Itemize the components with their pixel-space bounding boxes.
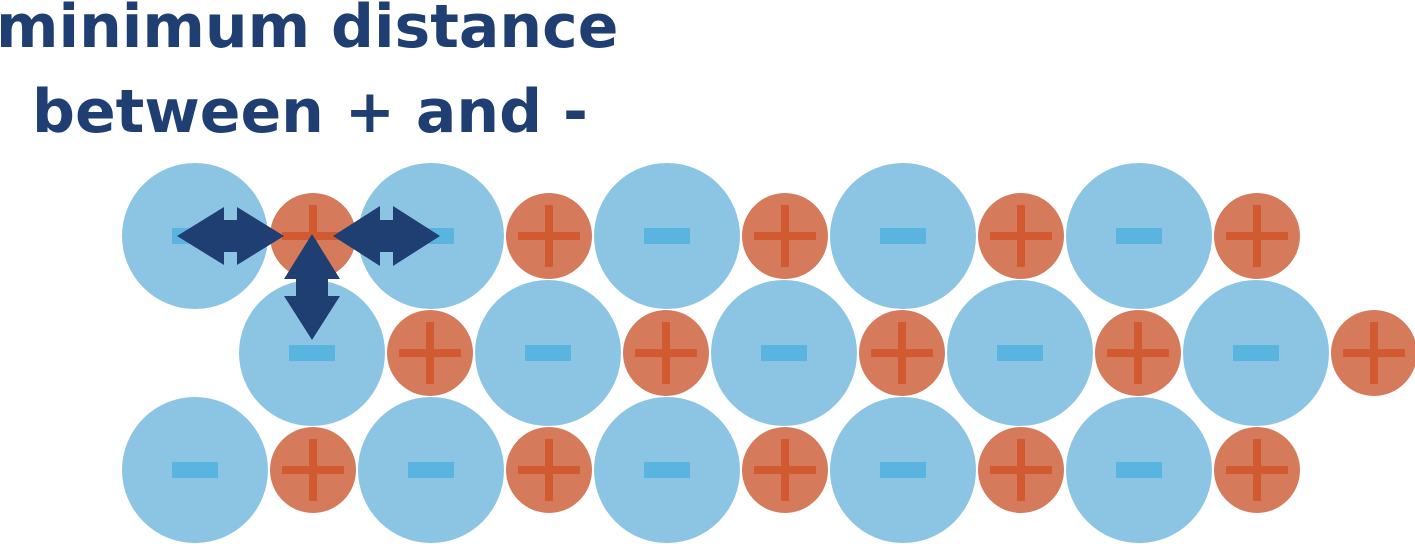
cation — [1214, 427, 1300, 513]
anion — [830, 397, 976, 543]
plus-sign-bar — [1253, 439, 1261, 501]
plus-sign-bar — [781, 439, 789, 501]
ions-layer — [122, 163, 1415, 543]
anion — [830, 163, 976, 309]
plus-sign — [518, 205, 580, 267]
minus-sign — [880, 462, 926, 478]
cation — [1095, 310, 1181, 396]
cation — [1214, 193, 1300, 279]
plus-sign-bar — [309, 439, 317, 501]
plus-sign-bar — [545, 439, 553, 501]
cation — [623, 310, 709, 396]
minus-sign — [1116, 462, 1162, 478]
minus-sign — [1116, 228, 1162, 244]
plus-sign-bar — [1370, 322, 1378, 384]
anion — [711, 280, 857, 426]
cation — [506, 193, 592, 279]
plus-sign — [1226, 439, 1288, 501]
plus-sign — [635, 322, 697, 384]
plus-sign-bar — [781, 205, 789, 267]
plus-sign — [1107, 322, 1169, 384]
minus-sign — [172, 462, 218, 478]
cation — [978, 193, 1064, 279]
plus-sign-bar — [1134, 322, 1142, 384]
minus-sign — [1233, 345, 1279, 361]
horizontal-double-arrow-left — [177, 207, 237, 265]
plus-sign — [282, 439, 344, 501]
vertical-double-arrow — [284, 234, 340, 340]
plus-sign-bar — [1017, 205, 1025, 267]
plus-sign-bar — [898, 322, 906, 384]
plus-sign — [990, 205, 1052, 267]
plus-sign-bar — [426, 322, 434, 384]
cation — [742, 193, 828, 279]
minus-sign — [880, 228, 926, 244]
plus-sign — [518, 439, 580, 501]
anion — [1066, 163, 1212, 309]
title-line-1: minimum distance — [0, 0, 619, 62]
cation — [978, 427, 1064, 513]
horizontal-double-arrow-left — [224, 207, 284, 265]
cation — [742, 427, 828, 513]
minus-sign — [644, 228, 690, 244]
minus-sign — [644, 462, 690, 478]
plus-sign-bar — [662, 322, 670, 384]
title-line-2: between + and - — [32, 77, 588, 147]
minus-sign — [408, 462, 454, 478]
plus-sign — [871, 322, 933, 384]
anion — [594, 163, 740, 309]
plus-sign — [1343, 322, 1405, 384]
plus-sign — [1226, 205, 1288, 267]
plus-sign — [990, 439, 1052, 501]
anion — [475, 280, 621, 426]
cation — [506, 427, 592, 513]
cation — [270, 427, 356, 513]
plus-sign-bar — [545, 205, 553, 267]
anion — [122, 397, 268, 543]
cation — [387, 310, 473, 396]
cation — [859, 310, 945, 396]
anion — [239, 280, 385, 426]
cation — [1331, 310, 1415, 396]
plus-sign-bar — [1017, 439, 1025, 501]
plus-sign — [754, 205, 816, 267]
distance-arrows — [177, 206, 440, 340]
anion — [1183, 280, 1329, 426]
minus-sign — [761, 345, 807, 361]
anion — [594, 397, 740, 543]
minus-sign — [289, 345, 335, 361]
minus-sign — [525, 345, 571, 361]
horizontal-double-arrow-right — [380, 206, 440, 266]
plus-sign-bar — [1253, 205, 1261, 267]
anion — [1066, 397, 1212, 543]
plus-sign — [754, 439, 816, 501]
plus-sign — [399, 322, 461, 384]
anion — [358, 397, 504, 543]
horizontal-double-arrow-right — [333, 206, 393, 266]
minus-sign — [997, 345, 1043, 361]
anion — [947, 280, 1093, 426]
